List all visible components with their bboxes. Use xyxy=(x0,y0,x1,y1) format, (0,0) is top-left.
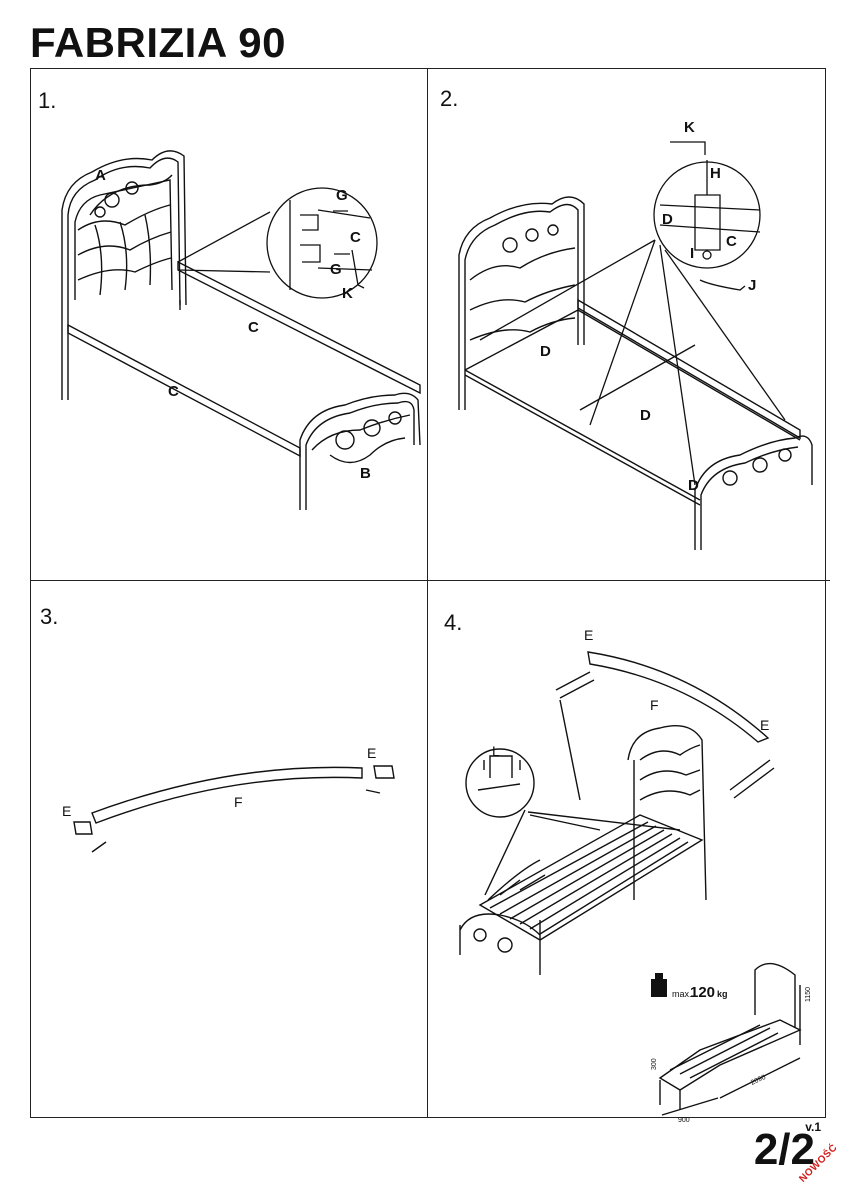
step-2-label-d1: D xyxy=(540,343,551,360)
step-1-label-k: K xyxy=(342,285,353,302)
vertical-divider xyxy=(427,68,428,1118)
step-2-label-i: I xyxy=(690,245,694,262)
step-3-number: 3. xyxy=(40,604,59,629)
dimension-height: 1150 xyxy=(805,987,812,1002)
step-1-label-c-detail: C xyxy=(350,229,361,246)
dimension-side: 300 xyxy=(651,1058,658,1070)
page-number: 2/2 xyxy=(753,1125,815,1174)
step-1-label-c-back: C xyxy=(248,319,259,336)
step-2-label-j: J xyxy=(748,277,756,294)
max-load-prefix: max. xyxy=(672,989,692,999)
max-load-unit: kg xyxy=(717,989,728,999)
horizontal-divider xyxy=(30,580,830,581)
step-1-label-a: A xyxy=(95,167,106,184)
step-3-label-e-left: E xyxy=(62,803,71,819)
step-3-label-e-right: E xyxy=(367,745,376,761)
step-2-number: 2. xyxy=(440,86,459,111)
dimension-length: 2090 xyxy=(750,1074,767,1087)
step-2-label-d3: D xyxy=(688,477,699,494)
version-label: v.1 xyxy=(805,1120,821,1134)
step-1-label-g-bottom: G xyxy=(330,261,342,278)
step-4-label-l: L xyxy=(492,743,500,759)
step-2-label-c: C xyxy=(726,233,737,250)
max-load-value: 120 xyxy=(690,984,715,1001)
step-1-label-g-top: G xyxy=(336,187,348,204)
step-4-label-e-top: E xyxy=(584,627,593,643)
step-4-number: 4. xyxy=(444,610,463,635)
step-2-label-d-detail: D xyxy=(662,211,673,228)
step-2-label-k: K xyxy=(684,119,695,136)
step-4-label-e-right: E xyxy=(760,717,769,733)
instruction-frame xyxy=(30,68,826,1118)
step-1-label-c-front: C xyxy=(168,383,179,400)
step-4-label-f: F xyxy=(650,697,659,713)
step-2-label-h: H xyxy=(710,165,721,182)
weight-icon xyxy=(651,973,667,997)
step-1-label-b: B xyxy=(360,465,371,482)
document-title: FABRIZIA 90 xyxy=(30,19,286,66)
step-2-label-d2: D xyxy=(640,407,651,424)
dimension-width: 900 xyxy=(678,1117,690,1124)
step-1-number: 1. xyxy=(38,88,57,113)
step-3-label-f: F xyxy=(234,794,243,810)
